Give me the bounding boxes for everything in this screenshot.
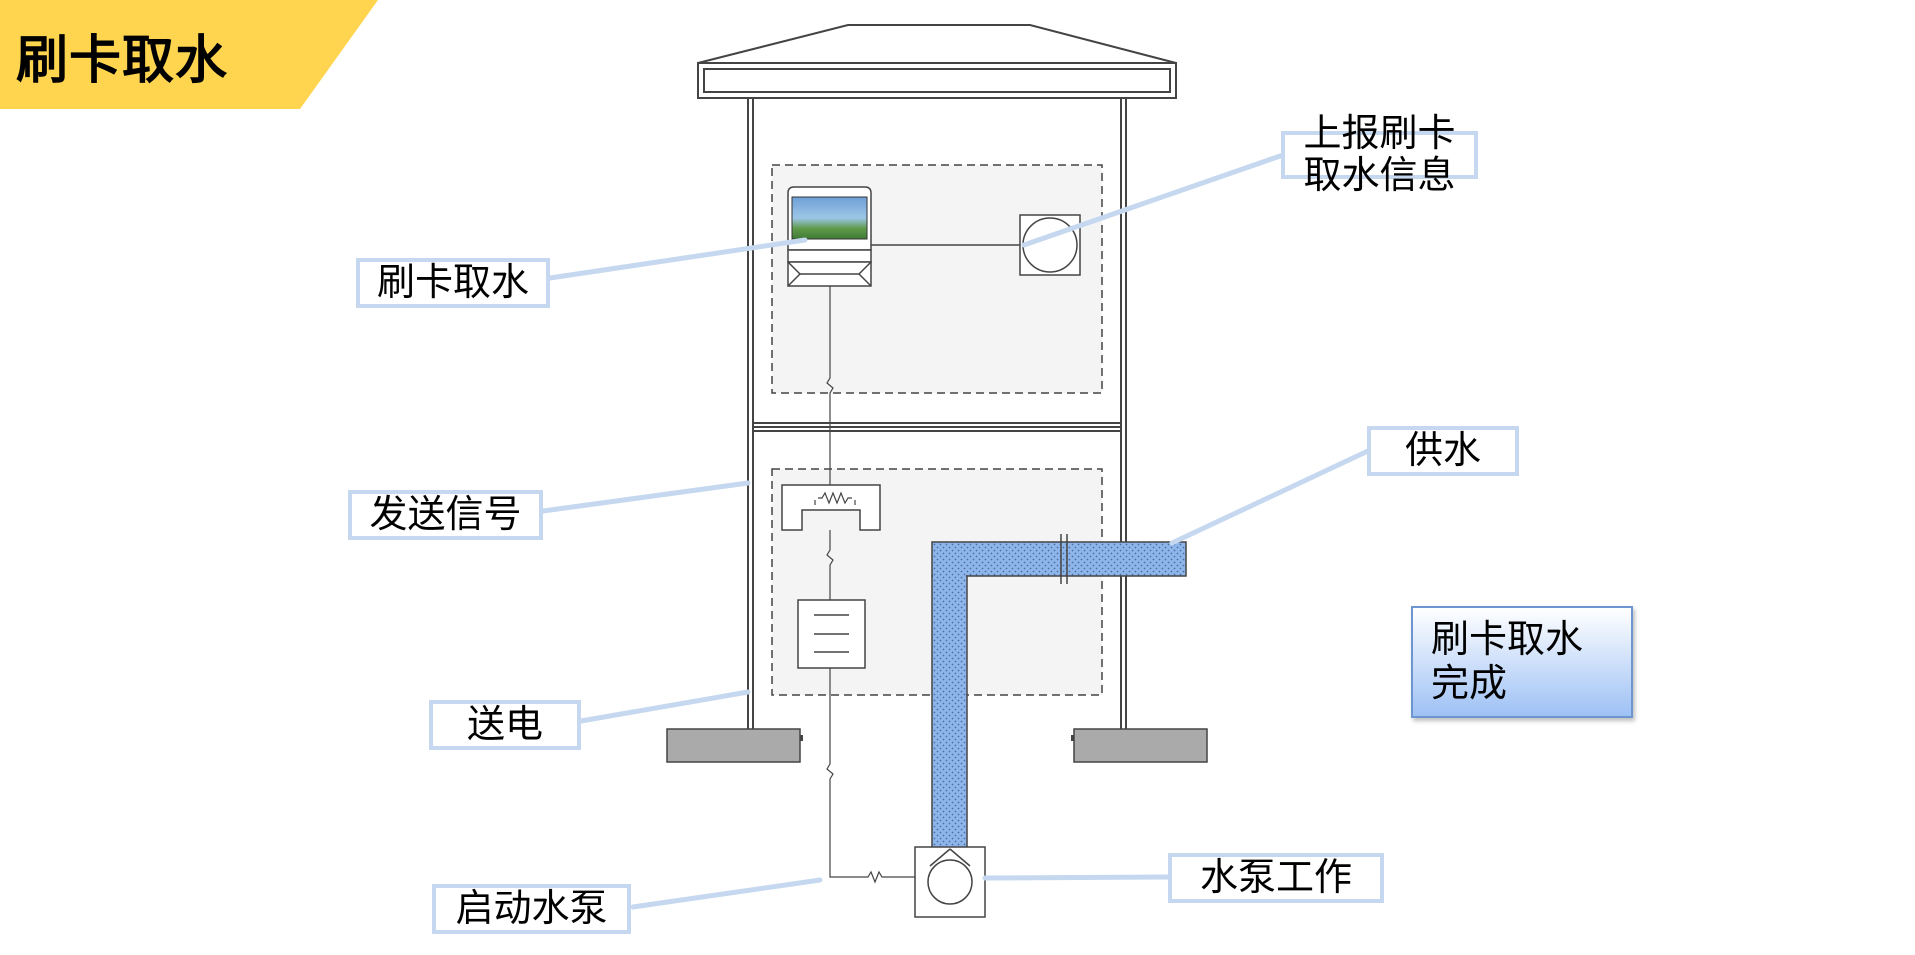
label-start-pump: 启动水泵 — [432, 884, 631, 934]
card-reader — [787, 186, 872, 287]
label-water-supply: 供水 — [1367, 426, 1519, 476]
relay-module — [781, 484, 881, 531]
right-foot — [1073, 728, 1208, 763]
title-banner — [0, 0, 378, 109]
page-title: 刷卡取水 — [16, 31, 229, 91]
roof — [697, 24, 1177, 99]
left-foot — [666, 728, 801, 763]
signal-wire — [826, 286, 915, 884]
label-swipe-card: 刷卡取水 — [356, 258, 550, 308]
label-send-signal: 发送信号 — [348, 490, 543, 540]
label-pump-working: 水泵工作 — [1168, 853, 1384, 903]
cabinet-walls — [747, 98, 1127, 730]
contactor — [797, 599, 866, 669]
water-pump — [914, 846, 986, 918]
label-power-supply: 送电 — [429, 700, 581, 750]
water-pipe — [931, 534, 1187, 851]
label-completed: 刷卡取水 完成 — [1411, 606, 1633, 718]
callout-lines — [540, 152, 1373, 910]
label-report-info: 上报刷卡 取水信息 — [1281, 112, 1478, 196]
